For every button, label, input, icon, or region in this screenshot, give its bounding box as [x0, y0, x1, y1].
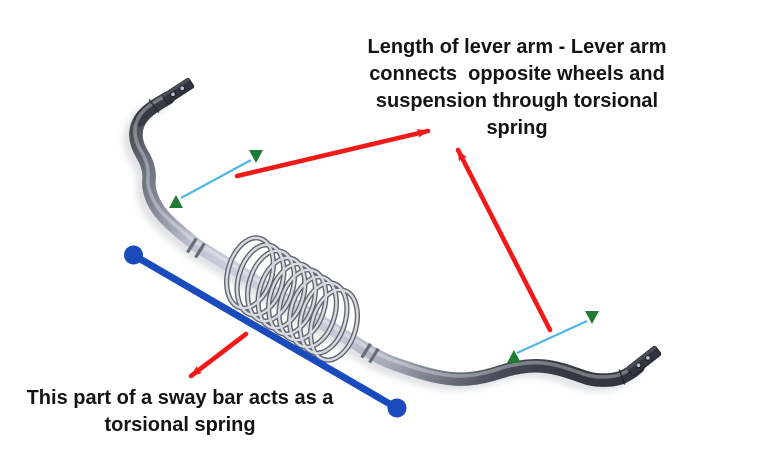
left-end-seam [148, 99, 160, 113]
right-eyelet-tab [626, 345, 662, 377]
arrow-to-torsion-text-icon [188, 331, 249, 379]
torsion-span-endpoint-right [387, 398, 407, 418]
left-eyelet-tab [161, 77, 195, 105]
dimension-arrow-down-icon [249, 150, 263, 163]
dimension-arrow-up-icon [169, 195, 183, 208]
torsion-span-line [124, 245, 407, 418]
bushing-collar-right [360, 342, 380, 364]
lever-arm-dimension-right [507, 311, 599, 363]
dimension-arrow-down-icon [585, 311, 599, 324]
torsion-span-endpoint-left [124, 245, 143, 265]
coil-spring [224, 235, 360, 363]
bushing-collar-left [186, 237, 206, 259]
lever-arm-label: Length of lever arm - Lever arm connects… [367, 36, 667, 139]
sway-bar-tube [129, 91, 645, 387]
arrow-left-dimension-to-text-icon [234, 128, 431, 179]
sway-bar-highlight [133, 92, 639, 379]
arrow-right-dimension-to-text-icon [455, 147, 553, 333]
lever-arm-dimension-left [169, 150, 263, 208]
dimension-arrow-up-icon [507, 350, 521, 363]
right-end-seam [618, 369, 626, 385]
callout-arrows [188, 128, 553, 379]
torsional-spring-label: This part of a sway bar acts as a torsio… [26, 387, 334, 436]
